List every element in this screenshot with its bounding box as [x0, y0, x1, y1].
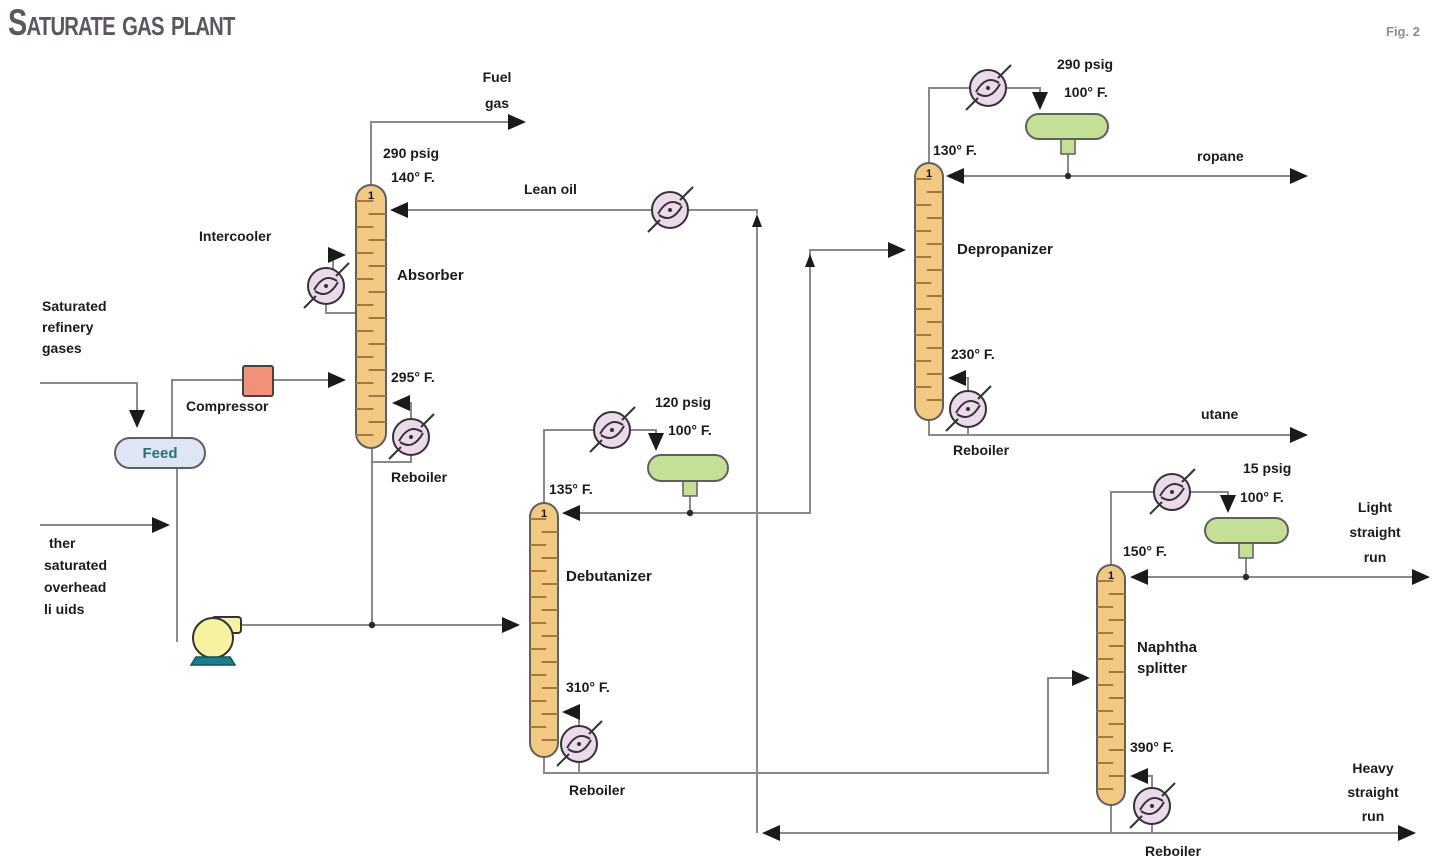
debutanizer-condenser-icon: [589, 406, 636, 453]
intercooler-draw-line: [325, 302, 356, 314]
depropanizer-feed-arrow: [805, 254, 815, 267]
debutanizer-bottom-temp-label: 310° F.: [566, 679, 610, 695]
debutanizer-reboiler-return: [562, 704, 580, 726]
naphtha-splitter-trays: [1097, 580, 1125, 790]
splitter-feed-line: [543, 670, 1090, 774]
absorber-tray-number: 1: [367, 190, 375, 202]
splitter-reboiler-return: [1130, 768, 1153, 788]
depropanizer-column: [914, 162, 944, 421]
splitter-reboiler-label: Reboiler: [1145, 843, 1202, 859]
figure-label: Fig. 2: [1386, 24, 1420, 39]
compressor-line: [171, 372, 346, 440]
junction-dot: [1064, 172, 1072, 180]
splitter-acc-temp-label: 100° F.: [1240, 489, 1284, 505]
lean-oil-line: [390, 202, 758, 218]
depropanizer-reboiler-icon: [945, 385, 992, 432]
depropanizer-acc-temp-label: 100° F.: [1064, 84, 1108, 100]
debutanizer-name: Debutanizer: [566, 568, 652, 585]
depropanizer-reboiler-return: [948, 370, 969, 391]
lean-oil-cooler-icon: [647, 186, 694, 233]
pump-base: [189, 656, 237, 666]
gas-feed-label: Saturated refinery gases: [42, 298, 107, 356]
lean-oil-label: Lean oil: [524, 181, 577, 197]
lean-oil-riser-arrow: [752, 214, 762, 227]
process-lines: [40, 87, 1430, 841]
butane-product-label: utane: [1201, 406, 1239, 422]
intercooler-label: Intercooler: [199, 228, 272, 244]
depropanizer-condenser-icon: [965, 64, 1012, 111]
intercooler-icon: [303, 262, 350, 309]
depropanizer-acc-pressure-label: 290 psig: [1057, 56, 1114, 72]
fuel-gas-line: [370, 114, 526, 188]
junction-dot: [686, 509, 694, 517]
naphtha-splitter-name: Naphtha splitter: [1137, 639, 1197, 677]
page-title: Saturate gas plant: [8, 2, 235, 43]
butane-product-line: [928, 420, 1308, 443]
absorber-pressure-label: 290 psig: [383, 145, 440, 161]
compressor-label: Compressor: [186, 398, 269, 414]
debutanizer-accumulator: [647, 454, 729, 482]
junction-dot: [368, 621, 376, 629]
debutanizer-acc-temp-label: 100° F.: [668, 422, 712, 438]
equipment: [114, 64, 1289, 829]
feed-drum: [114, 437, 206, 469]
depropanizer-bottom-temp-label: 230° F.: [951, 346, 995, 362]
compressor: [242, 365, 274, 397]
light-straight-run-label: Light straight run: [1349, 499, 1401, 565]
depropanizer-feed-line: [690, 242, 906, 514]
absorber-reboiler-draw: [372, 455, 412, 463]
splitter-bottom-temp-label: 390° F.: [1130, 739, 1174, 755]
gas-feed-line: [40, 382, 145, 428]
pump: [192, 617, 234, 659]
debutanizer-column: [529, 502, 559, 758]
debutanizer-tray-number: 1: [540, 508, 548, 520]
absorber-name: Absorber: [397, 267, 464, 284]
splitter-reboiler-icon: [1129, 782, 1176, 829]
depropanizer-trays: [915, 178, 943, 401]
absorber-trays: [356, 200, 386, 436]
other-liquids-label: ther saturated overhead li uids: [44, 535, 108, 617]
debutanizer-trays: [530, 518, 558, 741]
debutanizer-reflux-temp-label: 135° F.: [549, 481, 593, 497]
propane-product-label: ropane: [1197, 148, 1244, 164]
depropanizer-tray-number: 1: [925, 168, 933, 180]
splitter-acc-pressure-label: 15 psig: [1243, 460, 1292, 476]
debutanizer-reboiler-label: Reboiler: [569, 782, 626, 798]
depropanizer-name: Depropanizer: [957, 241, 1053, 258]
fuel-gas-label: Fuel gas: [482, 69, 512, 111]
intercooler-return-line: [328, 247, 346, 270]
depropanizer-reflux-temp-label: 130° F.: [933, 142, 977, 158]
absorber-top-temp-label: 140° F.: [391, 169, 435, 185]
feed-drum-label: Feed: [142, 445, 178, 462]
absorber-reboiler-icon: [388, 413, 435, 460]
splitter-tray-number: 1: [1107, 570, 1115, 582]
absorber-reboiler-return: [392, 395, 412, 419]
depropanizer-accumulator: [1025, 113, 1109, 140]
splitter-accumulator: [1204, 517, 1289, 544]
junction-dot: [1242, 573, 1250, 581]
splitter-reflux-temp-label: 150° F.: [1123, 543, 1167, 559]
absorber-bottom-temp-label: 295° F.: [391, 369, 435, 385]
splitter-condenser-icon: [1149, 468, 1196, 515]
debutanizer-reboiler-icon: [556, 720, 603, 767]
heavy-straight-run-label: Heavy straight run: [1347, 760, 1399, 824]
absorber-reboiler-label: Reboiler: [391, 469, 448, 485]
debutanizer-acc-pressure-label: 120 psig: [655, 394, 712, 410]
depropanizer-reboiler-label: Reboiler: [953, 442, 1010, 458]
